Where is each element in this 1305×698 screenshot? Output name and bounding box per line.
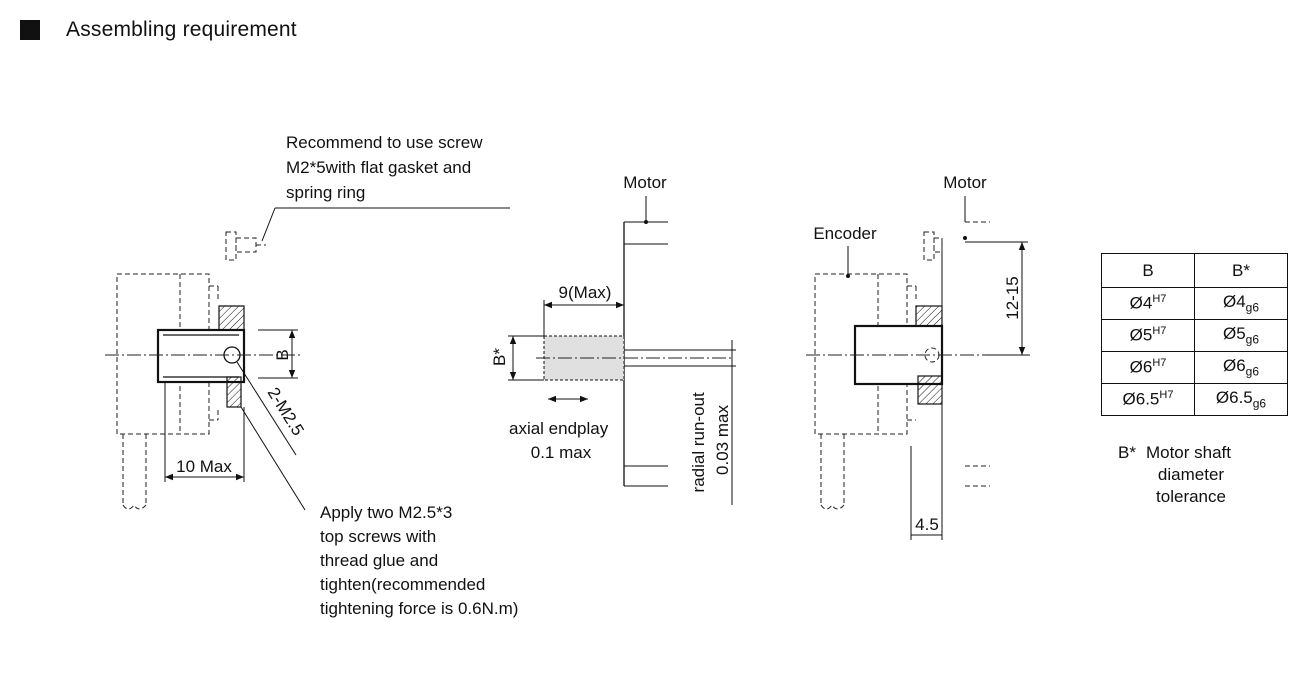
footnote-line: Motor shaft xyxy=(1145,443,1232,462)
heading-square-icon xyxy=(20,20,40,40)
table-header-bstar: B* xyxy=(1194,253,1288,288)
footnote-mark: B* xyxy=(1118,443,1136,462)
view3-encoder-label: Encoder xyxy=(813,224,877,243)
view1-dim-10max: 10 Max xyxy=(176,457,232,476)
table-cell-bstar: Ø5 xyxy=(1222,324,1246,344)
view3-dim-12-15: 12-15 xyxy=(1003,276,1022,319)
view1-encoder-install: B 2-M2.5 10 Max Recommend to use screw M… xyxy=(105,133,518,618)
view2-motor-label: Motor xyxy=(623,173,667,192)
table-row: Ø6H7 Ø6g6 xyxy=(1101,351,1288,384)
footnote: B* Motor shaft diameter tolerance xyxy=(1118,442,1268,508)
view1-dim-screw: 2-M2.5 xyxy=(264,384,308,439)
table-cell-bstar-sub: g6 xyxy=(1245,300,1260,315)
table-cell-b-sup: H7 xyxy=(1159,389,1174,402)
table-cell-bstar-sub: g6 xyxy=(1245,332,1260,347)
table-row: Ø5H7 Ø5g6 xyxy=(1101,319,1288,352)
view3-dim-4-5: 4.5 xyxy=(915,515,939,534)
table-cell-b: Ø6 xyxy=(1129,357,1153,377)
table-row: Ø6.5H7 Ø6.5g6 xyxy=(1101,383,1288,416)
view3-motor-label: Motor xyxy=(943,173,987,192)
table-header-b: B xyxy=(1101,253,1195,288)
view1-sleeve-flange xyxy=(218,305,245,331)
view2-endplay-note: axial endplay 0.1 max xyxy=(509,419,613,462)
table-cell-bstar: Ø6 xyxy=(1222,356,1246,376)
table-cell-bstar: Ø6.5 xyxy=(1215,388,1253,408)
view1-screw-icon xyxy=(225,231,266,261)
view1-dim-b: B xyxy=(273,349,292,360)
table-cell-b-sup: H7 xyxy=(1152,325,1167,338)
table-header-row: B B* xyxy=(1101,253,1288,288)
view1-apply-note: Apply two M2.5*3 top screws with thread … xyxy=(320,503,518,618)
table-cell-bstar-sub: g6 xyxy=(1245,364,1260,379)
section-title: Assembling requirement xyxy=(66,18,297,41)
section-heading: Assembling requirement xyxy=(20,18,297,42)
view3-assembled: Motor Encoder xyxy=(806,173,1030,540)
table-cell-b: Ø6.5 xyxy=(1122,389,1160,409)
view2-runout-note: radial run-out 0.03 max xyxy=(689,388,732,493)
footnote-line: diameter xyxy=(1157,465,1225,484)
table-cell-b: Ø4 xyxy=(1129,293,1153,313)
table-cell-b-sup: H7 xyxy=(1152,293,1167,306)
footnote-line: tolerance xyxy=(1156,487,1226,506)
view3-screw-icon xyxy=(923,231,943,261)
tolerance-table: B B* Ø4H7 Ø4g6 Ø5H7 Ø5g6 Ø6H7 Ø6g6 Ø6.5H… xyxy=(1101,253,1288,416)
table-row: Ø4H7 Ø4g6 xyxy=(1101,287,1288,320)
view2-shaft-requirements: Motor 9(Max) B* axial endplay 0.1 max r xyxy=(490,173,736,505)
view1-screw-note: Recommend to use screw M2*5with flat gas… xyxy=(286,133,487,202)
table-cell-b: Ø5 xyxy=(1129,325,1153,345)
table-cell-bstar-sub: g6 xyxy=(1252,396,1267,411)
view2-dim-bstar: B* xyxy=(490,348,509,366)
table-cell-b-sup: H7 xyxy=(1152,357,1167,370)
view2-dim-9max: 9(Max) xyxy=(559,283,612,302)
table-cell-bstar: Ø4 xyxy=(1222,292,1246,312)
